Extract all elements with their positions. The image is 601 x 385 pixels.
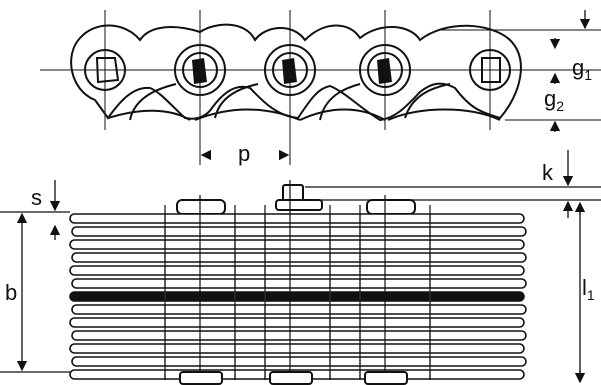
leaf-plate [69, 317, 525, 328]
leaf-plate [71, 356, 527, 367]
leaf-plate [71, 330, 527, 341]
label-l1: l1 [582, 275, 595, 303]
label-g1: g1 [572, 55, 592, 83]
leaf-plate [71, 278, 527, 289]
plate-stack [69, 213, 527, 380]
leaf-plate [71, 304, 527, 315]
leaf-plate [69, 343, 525, 354]
leaf-plate [69, 291, 525, 302]
label-g2: g2 [544, 86, 564, 114]
label-k: k [542, 160, 554, 185]
leaf-plate [69, 213, 525, 224]
pins-bottom-view [164, 180, 431, 385]
dimension-labels: g1 g2 p k s b l1 [5, 55, 595, 305]
label-b: b [5, 280, 17, 305]
dims-bottom [0, 150, 601, 384]
label-s: s [31, 185, 42, 210]
leaf-plate [71, 252, 527, 263]
leaf-plate [69, 265, 525, 276]
dim-g1-g2 [549, 10, 591, 132]
pin-ends-bottom [179, 371, 408, 385]
centerlines-top [40, 10, 601, 165]
label-p: p [238, 141, 250, 166]
pin-head-top [275, 184, 323, 211]
leaf-plate [71, 226, 527, 237]
leaf-plate [69, 239, 525, 250]
